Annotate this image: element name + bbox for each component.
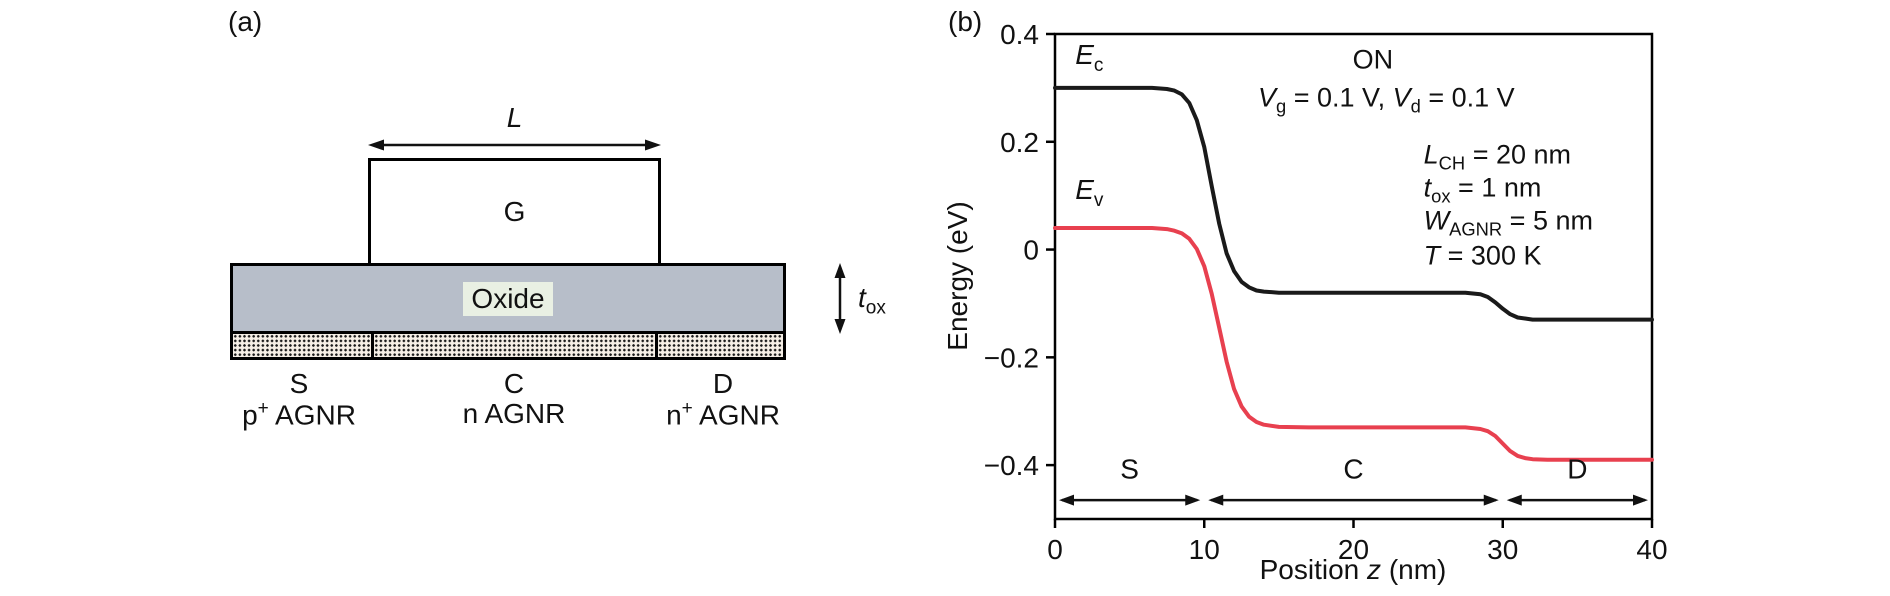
source-segment bbox=[233, 334, 371, 357]
gate-length-arrow-head-left bbox=[368, 139, 384, 151]
x-tick-label: 30 bbox=[1487, 534, 1518, 565]
oxide-thickness-arrow bbox=[834, 263, 846, 334]
panel-b-label: (b) bbox=[948, 6, 983, 37]
x-axis-title: Position z (nm) bbox=[1259, 554, 1447, 585]
region-arrow-head bbox=[1633, 494, 1648, 506]
chart-canvas: 0 10 20 30 40 0.4 0.2 0 −0.2 −0.4 S C D bbox=[984, 19, 1668, 565]
gate-length-arrow-head-right bbox=[645, 139, 661, 151]
region-label-D: D bbox=[1567, 454, 1587, 485]
drain-doping-label: n+ AGNR bbox=[666, 398, 780, 431]
source-terminal-label: S bbox=[289, 368, 309, 399]
conduction-band-curve bbox=[1053, 85, 1654, 322]
oxide-layer: Oxide bbox=[230, 263, 786, 334]
region-arrow-head bbox=[1506, 494, 1522, 506]
channel-doping-label: n AGNR bbox=[462, 398, 566, 429]
x-tick-label: 0 bbox=[1047, 534, 1063, 565]
oxide-label: Oxide bbox=[463, 281, 553, 316]
oxide-thickness-arrow-head-bottom bbox=[834, 319, 846, 334]
panel-a-label: (a) bbox=[228, 6, 263, 37]
drain-terminal-label: D bbox=[712, 368, 734, 399]
gate-label: G bbox=[503, 196, 526, 227]
y-tick-label: 0.2 bbox=[1000, 127, 1039, 158]
drain-segment bbox=[658, 334, 783, 357]
plot-frame bbox=[1053, 32, 1654, 521]
source-doping-label: p+ AGNR bbox=[242, 398, 356, 431]
y-tick-label: 0.4 bbox=[1000, 19, 1039, 50]
x-tick-label: 10 bbox=[1189, 534, 1220, 565]
oxide-thickness-arrow-head-top bbox=[834, 263, 846, 278]
region-arrow-head bbox=[1185, 494, 1201, 506]
channel-terminal-label: C bbox=[503, 368, 525, 399]
x-tick-label: 20 bbox=[1338, 534, 1369, 565]
region-arrow-head bbox=[1208, 494, 1224, 506]
gate-length-arrow bbox=[368, 139, 661, 151]
gate-region: G bbox=[368, 158, 661, 266]
region-label-S: S bbox=[1120, 454, 1139, 485]
region-arrow-head bbox=[1059, 494, 1074, 506]
channel-segment bbox=[371, 334, 658, 357]
x-tick-label: 40 bbox=[1636, 534, 1667, 565]
y-tick-label: −0.4 bbox=[984, 450, 1039, 481]
agnr-channel bbox=[230, 331, 786, 360]
region-arrow-head bbox=[1483, 494, 1499, 506]
y-tick-label: 0 bbox=[1023, 235, 1039, 266]
oxide-thickness-label: tox bbox=[858, 282, 886, 319]
valence-band-curve bbox=[1053, 226, 1654, 462]
y-tick-label: −0.2 bbox=[984, 342, 1039, 373]
gate-length-label: L bbox=[506, 102, 523, 133]
region-label-C: C bbox=[1343, 454, 1363, 485]
y-axis-title: Energy (eV) bbox=[942, 201, 973, 351]
